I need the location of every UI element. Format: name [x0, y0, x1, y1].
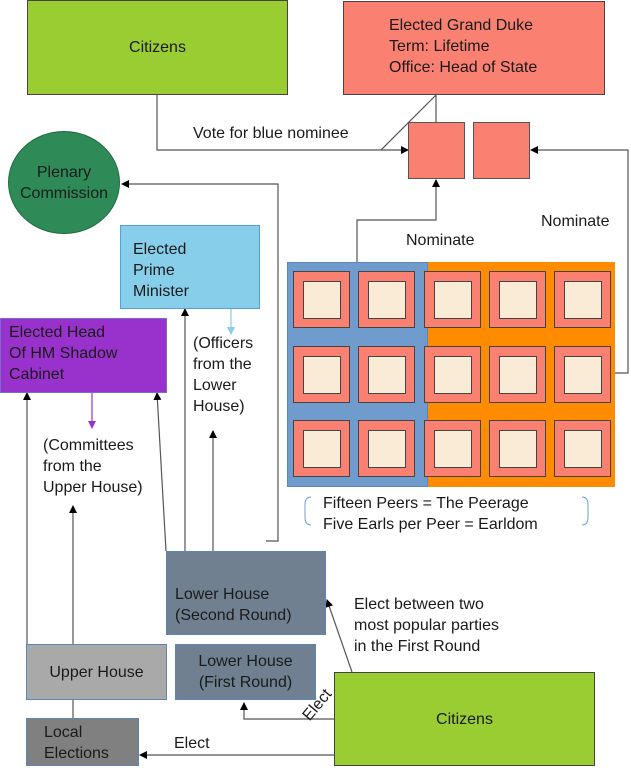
nominee-box-blue	[408, 122, 465, 179]
peer-blue	[358, 345, 416, 403]
earl	[433, 355, 472, 394]
peer-orange	[488, 420, 546, 477]
earl	[498, 355, 537, 394]
shadow-cabinet-box: Elected Head Of HM Shadow Cabinet	[0, 318, 167, 393]
peer-orange	[488, 345, 546, 403]
shadow-cabinet-label: Elected Head Of HM Shadow Cabinet	[9, 324, 118, 383]
arrow-citizens-to-lower-second	[325, 599, 353, 673]
local-elections-box: Local Elections	[26, 718, 139, 766]
peer-orange	[488, 271, 546, 328]
lower-house-first-label: Lower House (First Round)	[198, 653, 293, 691]
arrow-lower-to-plenary	[121, 180, 279, 542]
earl	[564, 355, 603, 394]
prime-minister-label: Elected Prime Minister	[133, 241, 190, 300]
peer-orange	[423, 271, 481, 328]
elect-local-label: Elect	[174, 735, 210, 752]
plenary-commission-label: Plenary Commission	[19, 163, 108, 202]
caption-bracket-left	[304, 496, 312, 526]
officers-label: (Officers from the Lower House)	[193, 335, 254, 415]
earl	[498, 281, 537, 319]
grand-duke-box: Elected Grand Duke Term: Lifetime Office…	[343, 1, 605, 95]
caption-bracket-right	[581, 496, 589, 526]
citizens-bottom-label: Citizens	[436, 710, 493, 728]
vote-blue-label: Vote for blue nominee	[193, 125, 349, 142]
earl	[303, 281, 341, 319]
peer-orange	[423, 345, 481, 403]
earl	[433, 281, 472, 319]
citizens-bottom-box: Citizens	[334, 672, 595, 766]
arrow-orange-nominate	[530, 146, 629, 374]
peer-orange	[423, 420, 481, 477]
lower-house-second-box: Lower House (Second Round)	[166, 551, 326, 635]
lower-house-first-box: Lower House (First Round)	[175, 644, 316, 700]
peer-orange	[554, 345, 612, 403]
earl	[303, 430, 341, 468]
peerage-grid	[287, 262, 615, 487]
peer-blue	[358, 271, 416, 328]
peer-blue	[293, 271, 350, 328]
peer-orange	[554, 271, 612, 328]
peer-blue	[358, 420, 416, 477]
plenary-commission-circle: Plenary Commission	[8, 131, 120, 234]
local-elections-label: Local Elections	[44, 724, 109, 762]
peer-blue	[293, 420, 350, 477]
citizens-top-box: Citizens	[27, 0, 288, 95]
earl	[303, 355, 341, 394]
peerage-caption: Fifteen Peers = The Peerage Five Earls p…	[323, 495, 538, 533]
nominee-box-orange	[473, 122, 530, 179]
earl	[498, 430, 537, 468]
arrow-citizens-to-lower-first	[240, 702, 334, 720]
arrow-blue-nominate	[356, 179, 440, 262]
elect-between-label: Elect between two most popular parties i…	[354, 596, 499, 655]
grand-duke-label: Elected Grand Duke Term: Lifetime Office…	[389, 17, 538, 76]
lower-house-second-label: Lower House (Second Round)	[175, 586, 292, 624]
nominate-left-label: Nominate	[406, 232, 475, 249]
earl	[368, 281, 407, 319]
peer-blue	[293, 345, 350, 403]
arrow-citizens-to-nominee	[156, 95, 409, 154]
prime-minister-box: Elected Prime Minister	[120, 225, 260, 309]
upper-house-label: Upper House	[49, 663, 144, 681]
earl	[564, 430, 603, 468]
earl	[564, 281, 603, 319]
arrow-lower-to-shadow	[153, 392, 167, 552]
upper-house-box: Upper House	[26, 644, 167, 700]
earl	[368, 430, 407, 468]
peer-orange	[554, 420, 612, 477]
earl	[368, 355, 407, 394]
earl	[433, 430, 472, 468]
nominate-right-label: Nominate	[541, 213, 610, 230]
committees-label: (Committees from the Upper House)	[43, 437, 143, 496]
citizens-top-label: Citizens	[129, 39, 186, 56]
